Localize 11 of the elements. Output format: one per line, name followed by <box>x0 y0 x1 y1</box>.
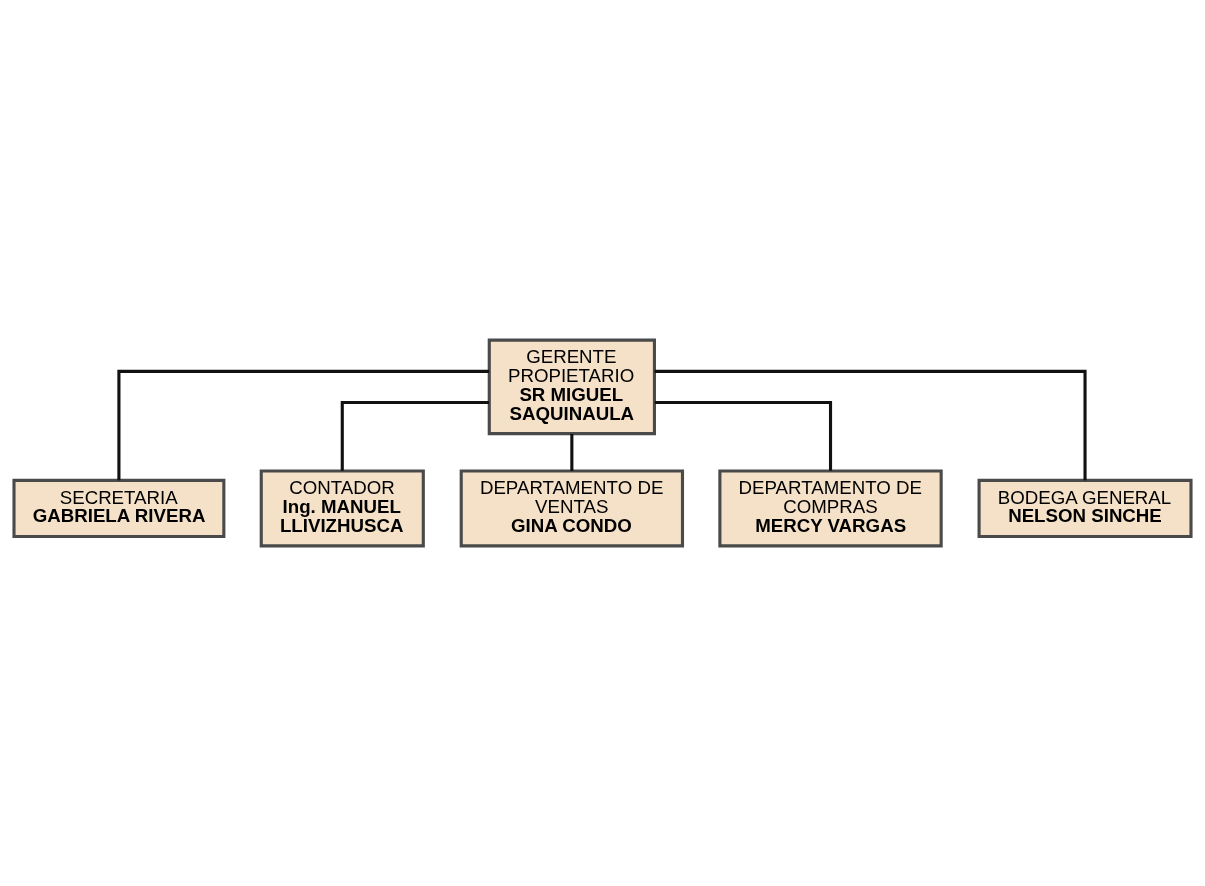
node-box: SECRETARIA GABRIELA RIVERA <box>12 478 226 539</box>
node-box: BODEGA GENERAL NELSON SINCHE <box>977 478 1193 539</box>
connector <box>654 400 833 471</box>
node-box: CONTADOR Ing. MANUEL LLIVIZHUSCA <box>259 469 425 548</box>
connector <box>654 369 1087 481</box>
connector <box>340 400 489 471</box>
connector <box>117 369 490 481</box>
node-box: GERENTE PROPIETARIO SR MIGUEL SAQUINAULA <box>487 338 656 436</box>
connector <box>570 433 574 471</box>
node-box: DEPARTAMENTO DE COMPRAS MERCY VARGAS <box>718 469 943 548</box>
node-box: DEPARTAMENTO DE VENTAS GINA CONDO <box>459 469 685 548</box>
